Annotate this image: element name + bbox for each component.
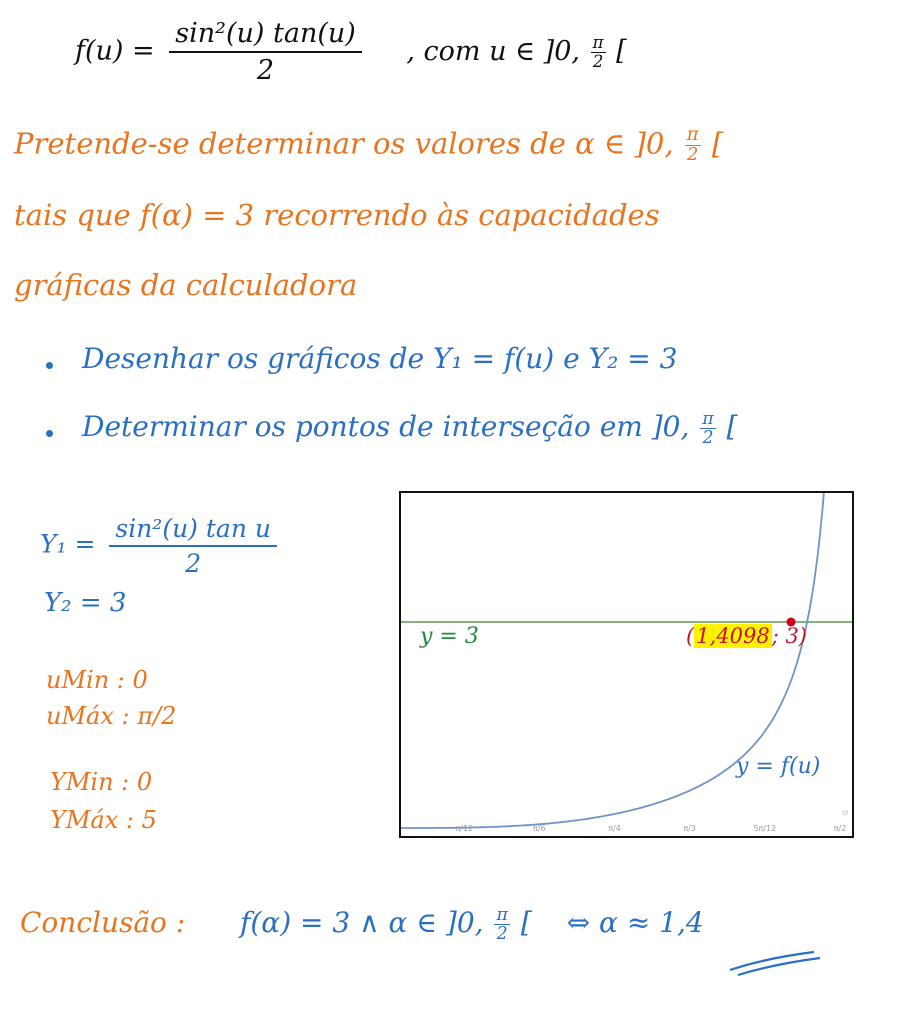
- y1-fraction: sin²(u) tan u 2: [109, 514, 277, 578]
- header-condition: , com u ∈ ]0,: [406, 35, 580, 67]
- tick-label: π/12: [455, 824, 473, 833]
- curve-f: [401, 493, 825, 829]
- intersection-point: [786, 617, 796, 627]
- intro-line-2: tais que f(α) = 3 recorrendo às capacida…: [14, 198, 660, 232]
- tick-label: 5π/12: [753, 824, 776, 833]
- conclusion-pi-over-2: π 2: [494, 905, 510, 945]
- tick-label: π/4: [608, 824, 621, 833]
- bullet-dot: [46, 430, 53, 437]
- conclusion-label: Conclusão :: [20, 906, 186, 939]
- header-numerator: sin²(u) tan(u): [169, 18, 362, 53]
- y1-definition: Y₁ = sin²(u) tan u 2: [40, 514, 283, 578]
- y-min: YMin : 0: [50, 768, 153, 796]
- header-fraction: sin²(u) tan(u) 2: [169, 18, 362, 86]
- intersection-label: (1,4098; 3): [686, 624, 807, 648]
- header-formula: f(u) = sin²(u) tan(u) 2 , com u ∈ ]0, π …: [75, 18, 627, 86]
- intro-pi-over-2: π 2: [684, 124, 701, 165]
- step-1: Desenhar os gráficos de Y₁ = f(u) e Y₂ =…: [82, 342, 678, 375]
- tick-labels: π/12 π/6 π/4 π/3 5π/12 π/2: [455, 824, 846, 833]
- bullet-dot: [46, 362, 53, 369]
- intro-line-3: gráficas da calculadora: [14, 268, 358, 302]
- intro-line-1: Pretende-se determinar os valores de α ∈…: [14, 124, 724, 165]
- hline-label: y = 3: [420, 624, 479, 649]
- conclusion-statement: f(α) = 3 ∧ α ∈ ]0, π 2 [ ⇔ α ≈ 1,4: [240, 905, 704, 945]
- tick-label: π/6: [533, 824, 546, 833]
- y2-definition: Y₂ = 3: [44, 588, 127, 618]
- tick-label: π/3: [683, 824, 696, 833]
- step-2: Determinar os pontos de interseção em ]0…: [82, 409, 738, 449]
- calculator-graph: π/12 π/6 π/4 π/3 5π/12 π/2 cl: [399, 491, 854, 838]
- header-close-bracket: [: [616, 35, 627, 67]
- u-min: uMin : 0: [46, 666, 148, 694]
- u-max: uMáx : π/2: [46, 702, 177, 730]
- double-underline: [729, 950, 821, 977]
- curve-label: y = f(u): [736, 754, 821, 779]
- step-2-pi-over-2: π 2: [700, 409, 716, 449]
- graph-svg: π/12 π/6 π/4 π/3 5π/12 π/2 cl: [401, 493, 852, 833]
- header-denominator: 2: [256, 55, 275, 86]
- highlighted-x: 1,4098: [694, 624, 772, 648]
- y-max: YMáx : 5: [50, 806, 157, 834]
- header-pi-over-2: π 2: [590, 31, 606, 71]
- header-lhs: f(u) =: [75, 35, 155, 67]
- corner-mark: cl: [842, 809, 848, 817]
- tick-label: π/2: [834, 824, 847, 833]
